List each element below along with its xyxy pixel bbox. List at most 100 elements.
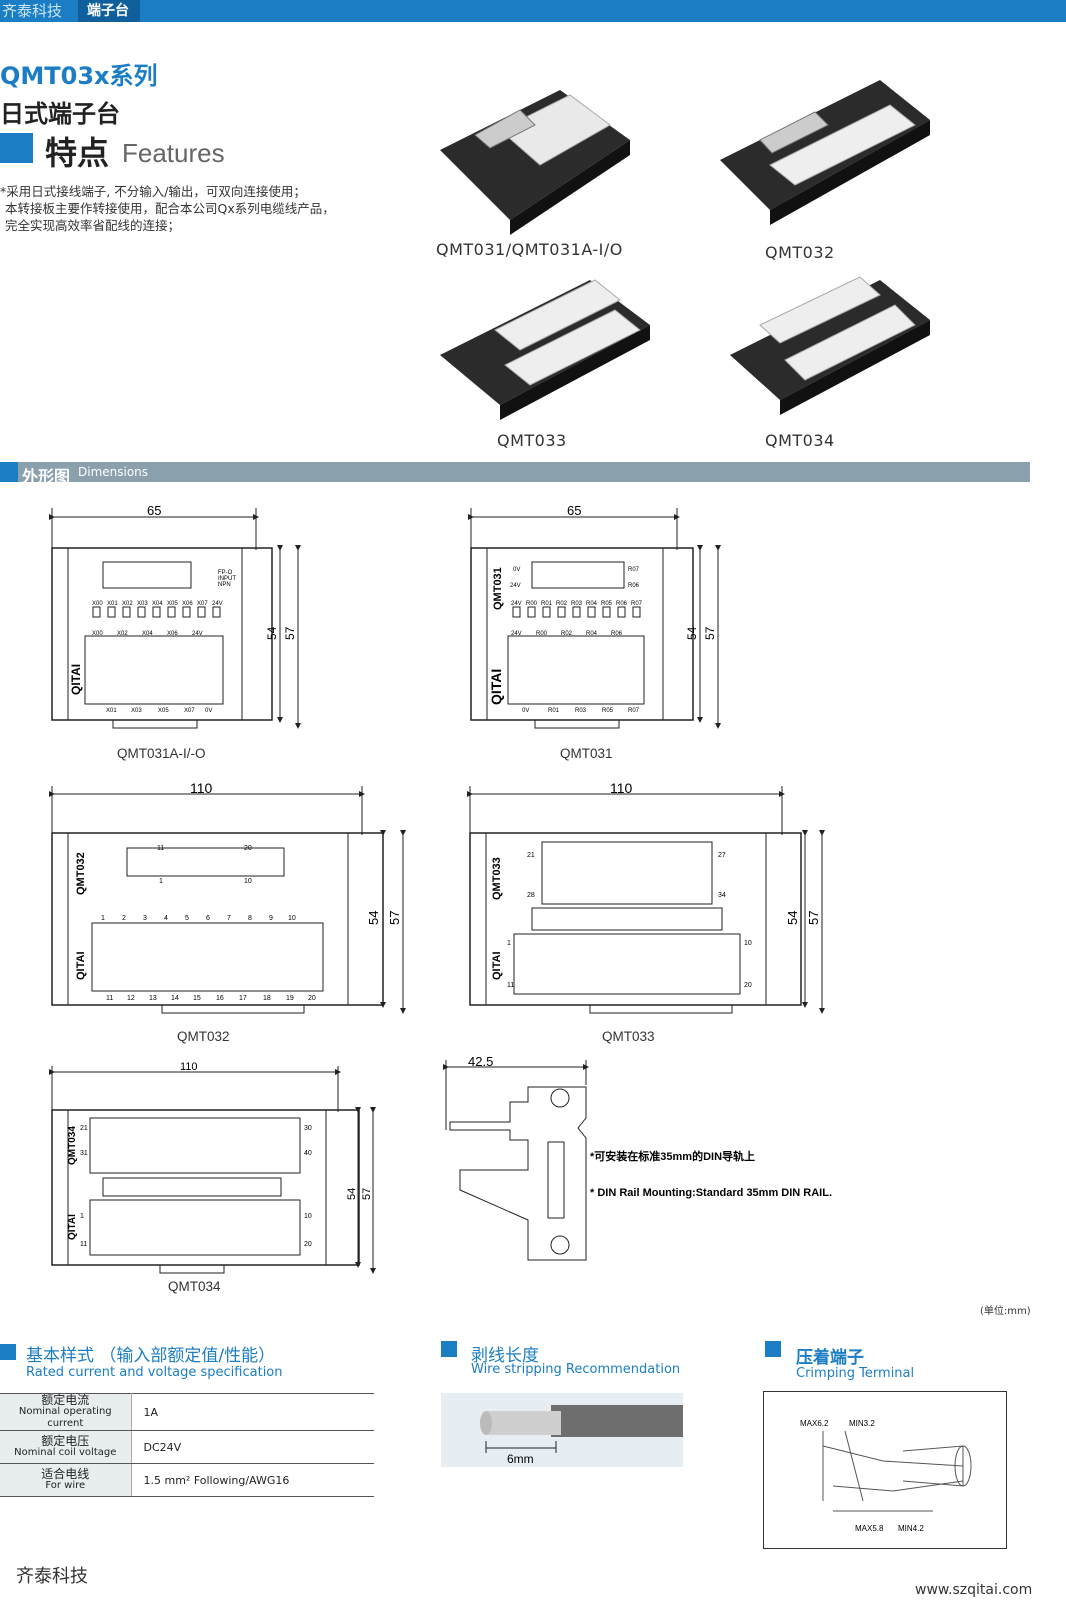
crimp-diagram: MAX6.2 MIN3.2 MAX5.8 MIN4.2 [763,1391,1007,1549]
svg-text:18: 18 [263,995,271,1002]
drawing-caption: QMT031A-I/-O [117,746,206,761]
svg-text:54: 54 [366,911,381,925]
svg-text:11: 11 [106,995,113,1002]
svg-text:R03: R03 [571,601,583,607]
svg-text:24V: 24V [510,583,521,589]
crimp-heading: 压着端子 [796,1348,864,1368]
drawing-qmt031-boxes [512,606,641,618]
drawing-qmt032 [49,786,406,1014]
svg-text:R05: R05 [601,601,613,607]
svg-text:65: 65 [567,503,581,518]
svg-text:X05: X05 [158,708,169,714]
svg-text:28: 28 [527,892,535,899]
svg-text:QMT033: QMT033 [491,857,503,900]
svg-text:24V: 24V [192,631,203,637]
svg-text:0V: 0V [522,708,529,714]
product-image-qmt032 [720,80,930,225]
svg-text:21: 21 [527,852,535,859]
features-list: *采用日式接线端子, 不分输入/输出，可双向连接使用； 本转接板主要作转接使用，… [0,183,335,234]
svg-text:1: 1 [80,1213,84,1220]
svg-text:X04: X04 [142,631,153,637]
crimp-label: MIN3.2 [849,1419,875,1428]
svg-text:R07: R07 [631,601,643,607]
product-image-qmt034 [730,276,930,415]
svg-text:R07: R07 [628,708,640,714]
crimp-label: MAX6.2 [800,1419,829,1428]
svg-text:X07: X07 [197,601,208,607]
features-heading-en: Features [122,138,225,168]
svg-text:X03: X03 [137,601,148,607]
svg-text:57: 57 [387,911,402,925]
header-brand: 齐泰科技 [0,0,74,22]
svg-text:11: 11 [157,845,164,852]
svg-text:R07: R07 [628,567,640,573]
svg-text:X03: X03 [131,708,142,714]
svg-text:X05: X05 [167,601,178,607]
svg-text:54: 54 [685,626,699,640]
footer-url[interactable]: www.szqitai.com [915,1582,1033,1598]
crimp-heading-en: Crimping Terminal [796,1366,915,1381]
svg-text:24V: 24V [511,631,522,637]
svg-text:21: 21 [80,1125,88,1132]
drawing-qmt031a-boxes [92,606,221,618]
svg-text:31: 31 [80,1150,88,1157]
svg-text:6: 6 [206,915,210,922]
series-title: QMT03x系列 [0,62,158,90]
svg-text:20: 20 [244,845,252,852]
din-note-zh: *可安装在标准35mm的DIN导轨上 [590,1149,755,1163]
product-caption: QMT034 [765,431,835,450]
svg-text:R03: R03 [575,708,587,714]
svg-text:R02: R02 [556,601,568,607]
crimp-marker [765,1341,781,1357]
spec-marker [0,1344,16,1360]
svg-text:57: 57 [361,1188,373,1200]
svg-text:9: 9 [269,915,273,922]
dim-h1: 54 [265,626,279,640]
svg-text:QITAI: QITAI [67,1214,78,1240]
product-caption: QMT032 [765,243,835,262]
features-heading: 特点 [45,134,110,172]
crimp-label: MIN4.2 [898,1524,924,1533]
svg-text:34: 34 [718,892,726,899]
product-caption: QMT031/QMT031A-I/O [436,240,623,259]
drawing-qmt031 [468,508,721,729]
svg-text:X06: X06 [167,631,178,637]
svg-text:X00: X00 [92,631,103,637]
svg-text:40: 40 [304,1150,312,1157]
svg-text:10: 10 [244,878,252,885]
svg-text:54: 54 [785,911,800,925]
drawing-caption: QMT034 [168,1279,221,1294]
svg-text:QITAI: QITAI [75,951,87,980]
svg-text:3: 3 [143,915,147,922]
drawing-qmt034 [49,1066,376,1274]
svg-text:17: 17 [239,995,247,1002]
drawing-caption: QMT033 [602,1029,655,1044]
svg-text:QITAI: QITAI [491,951,503,980]
svg-text:QMT031: QMT031 [492,567,504,610]
svg-text:11: 11 [507,982,514,989]
product-image-qmt033 [440,279,650,420]
svg-text:14: 14 [171,995,179,1002]
svg-text:11: 11 [80,1241,87,1248]
svg-text:R02: R02 [561,631,573,637]
svg-text:12: 12 [127,995,135,1002]
dimensions-marker [0,462,18,482]
top-bar: 齐泰科技 端子台 [0,0,1066,22]
svg-text:30: 30 [304,1125,312,1132]
dim-h2: 57 [283,626,297,640]
svg-text:110: 110 [190,780,213,796]
header-section: 端子台 [78,0,140,22]
svg-text:X01: X01 [107,601,118,607]
footer-brand: 齐泰科技 [16,1566,88,1587]
svg-text:20: 20 [744,982,752,989]
svg-text:20: 20 [308,995,316,1002]
svg-text:110: 110 [180,1061,198,1073]
